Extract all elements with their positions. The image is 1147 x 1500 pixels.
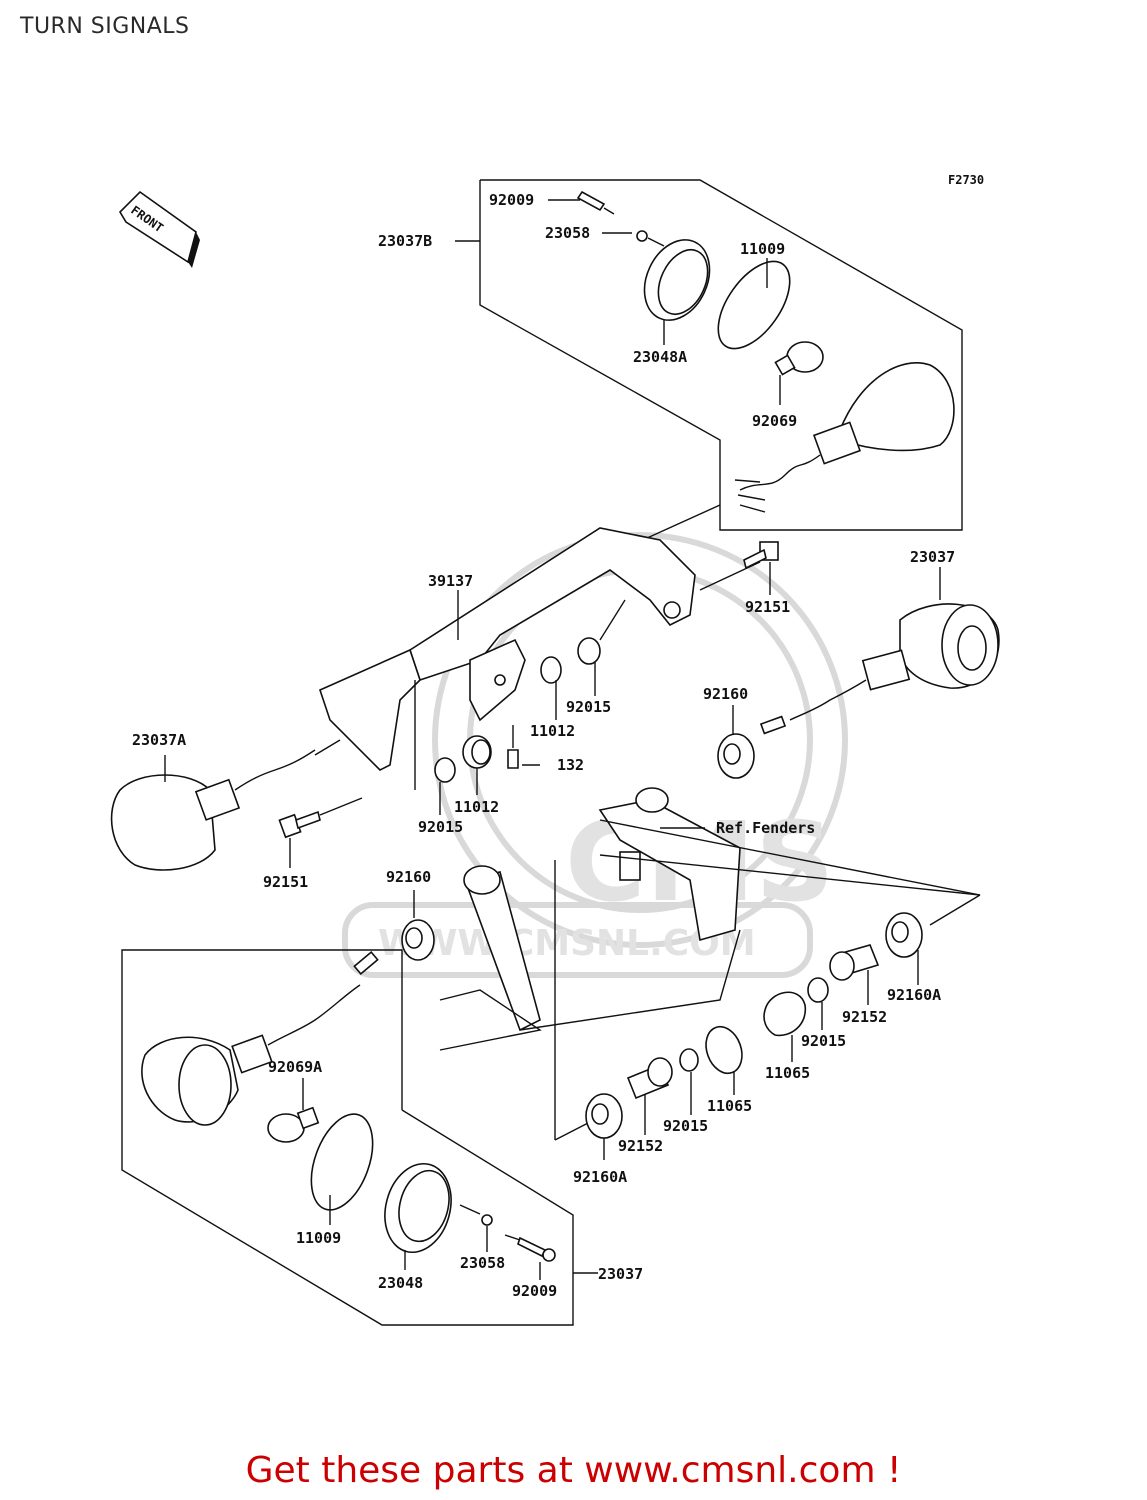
callout-11065-b: 11065 (707, 1097, 752, 1115)
bushing-11012-b (462, 735, 492, 795)
watermark-url: WWW.CMSNL.COM (378, 923, 756, 964)
callout-11009-top: 11009 (740, 240, 785, 258)
callout-23048A: 23048A (633, 348, 687, 366)
gasket-11009-bottom (310, 1113, 374, 1225)
group-frame-23037B (479, 179, 963, 531)
group-frame-23037 (121, 949, 574, 1326)
bulb-92069A (267, 1078, 320, 1143)
figure-code: F2730 (948, 173, 984, 187)
bushing-11012-a (540, 656, 562, 720)
callout-92152-lower: 92152 (618, 1137, 663, 1155)
lens-23048A (643, 239, 711, 345)
callout-92151-left: 92151 (263, 873, 308, 891)
bolt-92151-left (278, 797, 363, 868)
bolt-132 (507, 725, 540, 769)
callout-11012-a: 11012 (530, 722, 575, 740)
callout-92069: 92069 (752, 412, 797, 430)
callout-92015-d: 92015 (663, 1117, 708, 1135)
signal-housing-left (110, 749, 316, 871)
gasket-11009-top (717, 258, 791, 350)
parts-diagram: CMS WWW.CMSNL.COM FRONT F2730 (110, 173, 1000, 1326)
callout-92069A: 92069A (268, 1058, 322, 1076)
callout-92160A-lower: 92160A (573, 1168, 627, 1186)
callout-ref-fenders: Ref.Fenders (716, 819, 815, 837)
callout-92015-a: 92015 (566, 698, 611, 716)
collar-92160A-lower (585, 1093, 623, 1160)
callout-23037-right: 23037 (910, 548, 955, 566)
screw-92009-bottom (504, 1234, 556, 1280)
callout-92160-b: 92160 (386, 868, 431, 886)
signal-housing-bottom (141, 950, 379, 1126)
callout-92152-right: 92152 (842, 1008, 887, 1026)
callout-11065-a: 11065 (765, 1064, 810, 1082)
callout-23058-bottom: 23058 (460, 1254, 505, 1272)
spacer-92152-right (829, 944, 880, 1005)
signal-housing-right (759, 567, 1000, 735)
collar-92160A-right (885, 912, 923, 985)
nut-92015-b (434, 757, 456, 815)
signal-housing-top (734, 362, 955, 513)
nut-23058-top (602, 230, 665, 247)
bracket-39137 (319, 527, 696, 771)
bulb-92069 (774, 341, 824, 405)
nut-92015-a (577, 599, 626, 696)
callout-11012-b: 11012 (454, 798, 499, 816)
callout-92160A-right: 92160A (887, 986, 941, 1004)
nut-23058-bottom (459, 1204, 493, 1252)
nut-92015-c (807, 977, 829, 1030)
screw-92009-top (548, 190, 615, 215)
cap-11065-a (763, 991, 806, 1062)
callout-23037B: 23037B (378, 232, 432, 250)
callout-23037-bottom: 23037 (598, 1265, 643, 1283)
page-title: TURN SIGNALS (20, 14, 190, 39)
callout-23037A: 23037A (132, 731, 186, 749)
collar-92160-a (717, 705, 755, 779)
spacer-92152-lower (626, 1057, 673, 1135)
callout-11009-bottom: 11009 (296, 1229, 341, 1247)
callout-132: 132 (557, 756, 584, 774)
bolt-92151-right (743, 541, 779, 595)
callout-23048: 23048 (378, 1274, 423, 1292)
cap-11065-b (705, 1025, 743, 1095)
front-arrow-icon: FRONT (118, 190, 200, 268)
callout-39137: 39137 (428, 572, 473, 590)
callout-92015-b: 92015 (418, 818, 463, 836)
fender-stay (439, 787, 741, 1141)
callout-23058-top: 23058 (545, 224, 590, 242)
callout-92160-a: 92160 (703, 685, 748, 703)
collar-92160-b (401, 890, 435, 961)
callout-92009-top: 92009 (489, 191, 534, 209)
nut-92015-d (679, 1048, 699, 1115)
callout-92009-bottom: 92009 (512, 1282, 557, 1300)
callout-92151-right: 92151 (745, 598, 790, 616)
callout-92015-c: 92015 (801, 1032, 846, 1050)
cta-link[interactable]: Get these parts at www.cmsnl.com ! (245, 1450, 902, 1491)
lens-23048 (384, 1162, 452, 1270)
